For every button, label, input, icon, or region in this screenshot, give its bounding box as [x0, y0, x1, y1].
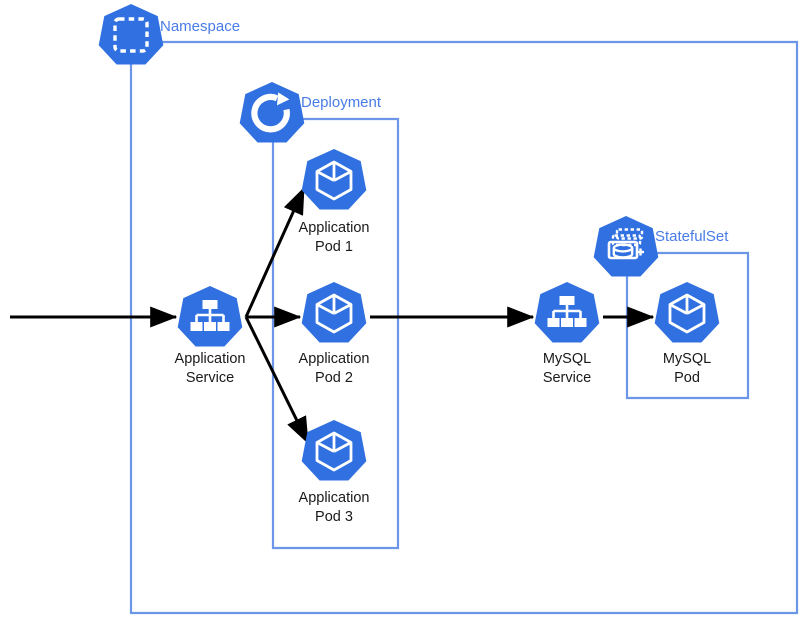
- node-label-line-2: Pod 3: [315, 509, 353, 525]
- deployment-group[interactable]: Deployment: [239, 82, 382, 143]
- node-label-line-2: Service: [186, 370, 234, 386]
- pod-icon: [301, 420, 367, 481]
- node-mysql-pod[interactable]: MySQL Pod: [654, 282, 720, 386]
- pod-icon: [654, 282, 720, 343]
- deployment-label: Deployment: [301, 94, 382, 111]
- node-label-line-2: Service: [543, 370, 591, 386]
- node-label-line-2: Pod: [674, 370, 700, 386]
- namespace-group[interactable]: Namespace: [98, 4, 240, 65]
- node-label-line-1: Application: [175, 351, 246, 367]
- pod-icon: [301, 149, 367, 210]
- node-label-line-1: Application: [299, 490, 370, 506]
- node-application-pod-1[interactable]: Application Pod 1: [299, 149, 370, 255]
- node-label-line-1: MySQL: [663, 351, 711, 367]
- node-label-line-2: Pod 1: [315, 239, 353, 255]
- service-icon: [177, 286, 243, 347]
- statefulset-icon: [593, 216, 659, 277]
- arrow-application-service-to-pod-1: [244, 186, 306, 318]
- node-label-line-1: MySQL: [543, 351, 591, 367]
- namespace-label: Namespace: [160, 18, 240, 35]
- node-label-line-1: Application: [299, 220, 370, 236]
- node-application-pod-2[interactable]: Application Pod 2: [299, 282, 370, 386]
- service-icon: [534, 282, 600, 343]
- arrow-application-service-to-pod-3: [244, 316, 310, 445]
- node-application-pod-3[interactable]: Application Pod 3: [299, 420, 370, 525]
- pod-icon: [301, 282, 367, 343]
- node-label-line-2: Pod 2: [315, 370, 353, 386]
- connections-layer: [10, 186, 655, 445]
- namespace-icon: [98, 4, 164, 65]
- deployment-icon: [239, 82, 305, 143]
- statefulset-group[interactable]: StatefulSet: [593, 216, 730, 277]
- node-application-service[interactable]: Application Service: [175, 286, 246, 386]
- node-mysql-service[interactable]: MySQL Service: [534, 282, 600, 386]
- statefulset-label: StatefulSet: [655, 228, 729, 245]
- node-label-line-1: Application: [299, 351, 370, 367]
